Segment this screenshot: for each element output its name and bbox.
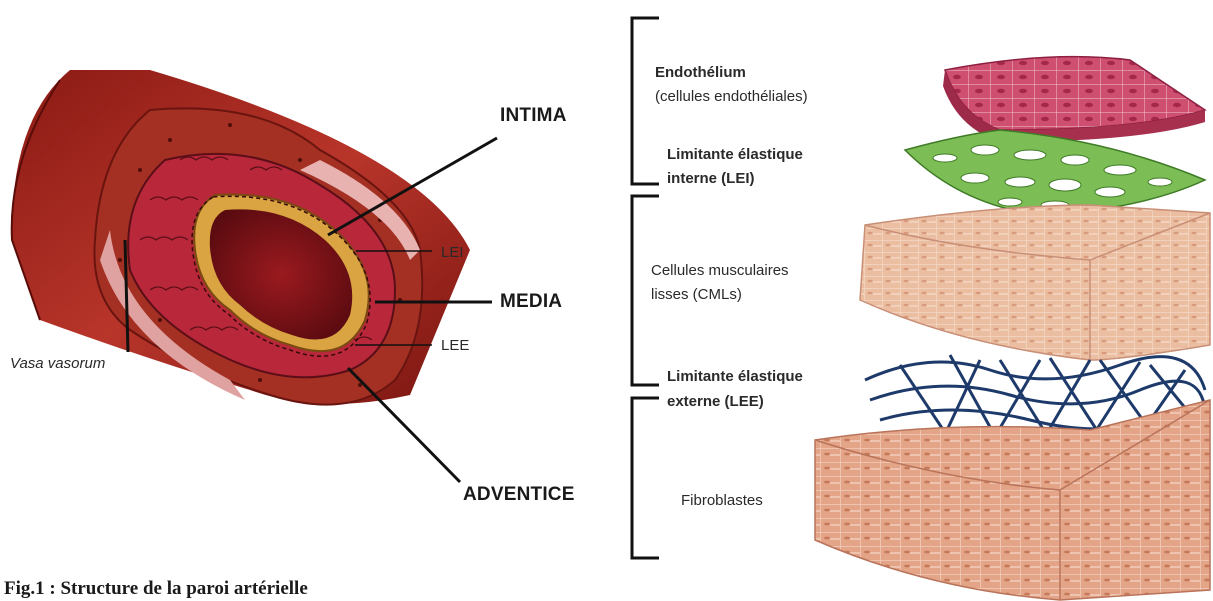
lee-label-line2: externe (LEE) bbox=[667, 393, 764, 410]
smooth-muscle-layer bbox=[860, 205, 1210, 360]
endothelium-layer bbox=[943, 57, 1205, 142]
lee-label-line1: Limitante élastique bbox=[667, 368, 803, 385]
lei-mesh-layer bbox=[905, 130, 1205, 215]
endothelium-title: Endothélium bbox=[655, 64, 746, 81]
lei-short-label: LEI bbox=[441, 244, 464, 261]
fibroblastes-label: Fibroblastes bbox=[681, 492, 763, 509]
intima-label: INTIMA bbox=[500, 105, 567, 127]
adventice-label: ADVENTICE bbox=[463, 484, 575, 506]
lei-label-line1: Limitante élastique bbox=[667, 146, 803, 163]
endothelium-subtitle: (cellules endothéliales) bbox=[655, 88, 808, 105]
cml-label-line2: lisses (CMLs) bbox=[651, 286, 742, 303]
lee-short-label: LEE bbox=[441, 337, 469, 354]
fibroblast-layer bbox=[815, 400, 1210, 600]
media-label: MEDIA bbox=[500, 291, 562, 313]
lei-label-line2: interne (LEI) bbox=[667, 170, 755, 187]
vasa-vasorum-label: Vasa vasorum bbox=[10, 355, 105, 372]
cml-label-line1: Cellules musculaires bbox=[651, 262, 789, 279]
figure-caption: Fig.1 : Structure de la paroi artérielle bbox=[4, 578, 308, 600]
